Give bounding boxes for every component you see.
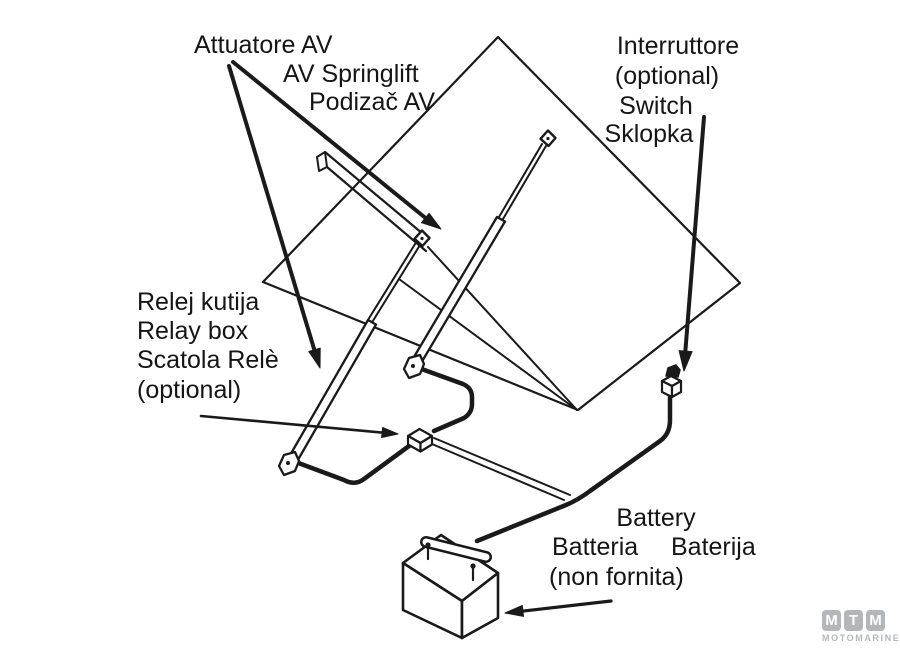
arrow-to-left-actuator — [227, 64, 321, 369]
arrow-to-switch — [678, 115, 706, 372]
actuator-right — [402, 129, 557, 380]
arrow-to-relay-box — [199, 414, 399, 438]
wire-right-actuator-to-relay — [413, 364, 475, 434]
wire-switch-to-battery — [474, 394, 673, 544]
label-switch-line4: Sklopka — [604, 120, 694, 148]
label-relay-line4: (optional) — [137, 376, 242, 404]
battery-cable-strap-inner — [422, 538, 490, 561]
battery-terminal-1 — [425, 542, 431, 548]
label-actuator-line1: Attuatore AV — [194, 31, 333, 59]
label-relay-line3: Scatola Relè — [137, 346, 279, 374]
mtm-logo: M T M MOTOMARINE — [822, 610, 900, 643]
battery-terminal-2 — [470, 563, 476, 569]
label-actuator-line2: AV Springlift — [283, 60, 419, 88]
battery-graphic — [401, 533, 500, 640]
actuator-left-cylinder — [287, 318, 378, 463]
label-battery-line2a: Batteria — [552, 533, 639, 561]
label-battery-line2b: Baterija — [671, 533, 756, 561]
logo-letter-1: M — [822, 610, 841, 631]
label-actuator-line3: Podizač AV — [309, 88, 436, 116]
label-battery-line1: Battery — [616, 504, 696, 532]
arrow-to-right-actuator — [231, 60, 442, 230]
wire-relay-pair-1 — [433, 437, 571, 496]
wiring-harness — [290, 364, 673, 544]
relay-box-graphic — [406, 427, 434, 453]
switch-graphic — [660, 364, 683, 399]
hatch-lid-outline — [261, 35, 742, 412]
wire-left-actuator-to-relay — [290, 443, 412, 485]
label-switch-line1: Interruttore — [616, 32, 740, 60]
wire-relay-pair-2 — [431, 443, 565, 501]
arrow-to-battery — [504, 599, 613, 617]
hinge-beam — [316, 150, 431, 253]
label-relay-line1: Relej kutija — [137, 288, 260, 316]
logo-letter-3: M — [866, 610, 885, 631]
mtm-logo-letters: M T M — [822, 610, 900, 631]
label-relay-line2: Relay box — [137, 317, 249, 345]
label-battery-line3: (non fornita) — [549, 563, 684, 591]
label-switch-line3: Switch — [619, 92, 693, 120]
label-switch-line2: (optional) — [614, 62, 720, 90]
logo-letter-2: T — [844, 610, 863, 631]
logo-subtext: MOTOMARINE — [822, 633, 900, 643]
